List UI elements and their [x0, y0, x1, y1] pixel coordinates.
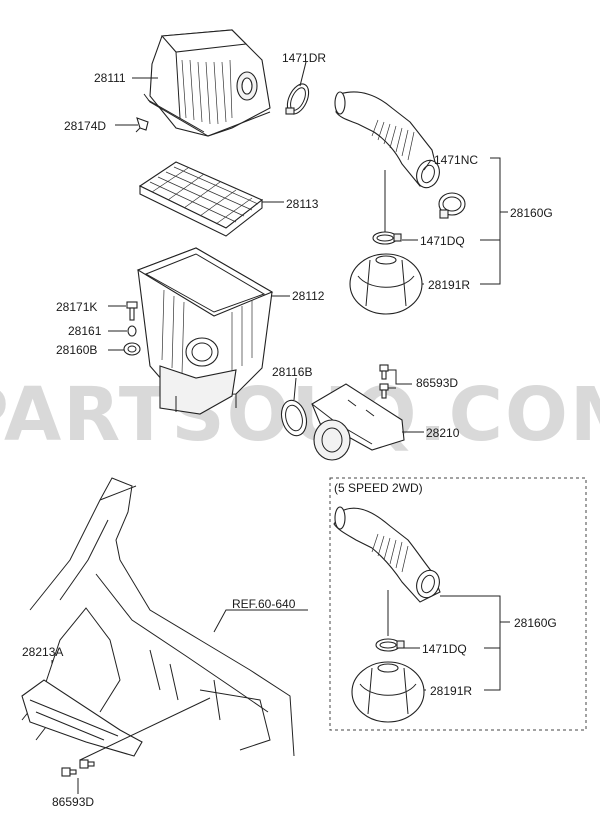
- air-duct-28210[interactable]: [311, 383, 405, 461]
- label-28111[interactable]: 28111: [94, 71, 126, 85]
- label-28112[interactable]: 28112: [292, 289, 325, 303]
- label-28160b[interactable]: 28160B: [56, 343, 97, 357]
- hose-clamp-1471nc[interactable]: [438, 192, 466, 219]
- label-86593d-top[interactable]: 86593D: [416, 376, 458, 390]
- leader-lines: [51, 61, 510, 794]
- label-28191r-bottom[interactable]: 28191R: [430, 684, 472, 698]
- label-28210[interactable]: 28210: [426, 426, 460, 440]
- resonator-28191r-bottom[interactable]: [351, 661, 425, 723]
- label-28161[interactable]: 28161: [68, 324, 102, 338]
- label-28160g-bottom[interactable]: 28160G: [514, 616, 557, 630]
- hose-clamp-1471dq-bottom[interactable]: [375, 638, 405, 652]
- radiator-support-panel: [21, 477, 295, 757]
- hose-clamp-1471dr[interactable]: [283, 81, 313, 118]
- variant-box: [329, 477, 587, 731]
- bolt-28171k[interactable]: [126, 301, 138, 321]
- clip-86593d-top[interactable]: [379, 364, 389, 399]
- bracket-28213a[interactable]: [21, 679, 143, 757]
- clip-28174d[interactable]: [135, 117, 149, 133]
- air-intake-hose-28160g[interactable]: [334, 91, 443, 191]
- label-28113[interactable]: 28113: [286, 197, 319, 211]
- label-1471dq-top[interactable]: 1471DQ: [420, 234, 465, 248]
- label-ref-60-640[interactable]: REF.60-640: [232, 597, 296, 611]
- label-1471dq-bottom[interactable]: 1471DQ: [422, 642, 467, 656]
- hose-clamp-1471dq-top[interactable]: [372, 231, 402, 245]
- variant-title: (5 SPEED 2WD): [334, 481, 423, 495]
- label-28116b[interactable]: 28116B: [272, 365, 312, 379]
- hose-clamp-28116b[interactable]: [278, 398, 310, 439]
- clip-86593d-bottom[interactable]: [61, 759, 95, 777]
- label-28174d[interactable]: 28174D: [64, 119, 106, 133]
- grommet-28161[interactable]: [127, 325, 137, 337]
- air-intake-hose-28160g-bottom[interactable]: [333, 506, 443, 603]
- label-28213a[interactable]: 28213A: [22, 645, 63, 659]
- label-28160g-top[interactable]: 28160G: [510, 206, 553, 220]
- label-28191r-top[interactable]: 28191R: [428, 278, 470, 292]
- part-labels: 28111 1471DR 28174D 1471NC 28113 28160G …: [22, 51, 557, 809]
- label-86593d-bottom[interactable]: 86593D: [52, 795, 94, 809]
- bushing-28160b[interactable]: [123, 342, 141, 356]
- air-cleaner-body-28112[interactable]: [136, 247, 274, 415]
- label-28171k[interactable]: 28171K: [56, 300, 97, 314]
- label-1471nc[interactable]: 1471NC: [434, 153, 478, 167]
- air-cleaner-cover[interactable]: [143, 29, 271, 137]
- resonator-28191r-top[interactable]: [349, 253, 423, 315]
- label-1471dr[interactable]: 1471DR: [282, 51, 326, 65]
- air-filter-element-28113[interactable]: [138, 161, 264, 237]
